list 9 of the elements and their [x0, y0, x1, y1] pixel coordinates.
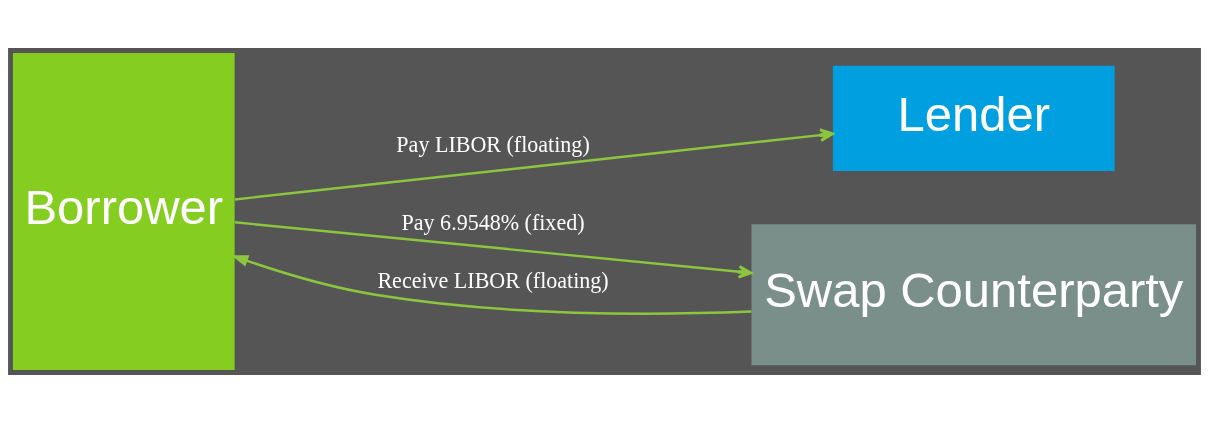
arrow [234, 127, 835, 201]
arrow [234, 220, 753, 279]
edge-label: Pay 6.9548% (fixed) [401, 209, 585, 235]
node-box: Lender [832, 65, 1115, 171]
edge-label: Pay LIBOR (floating) [396, 131, 590, 157]
edge-label: Receive LIBOR (floating) [377, 267, 609, 293]
node-box: Borrower [12, 52, 235, 370]
arrow [231, 254, 752, 315]
node-box: Swap Counterparty [751, 223, 1197, 365]
